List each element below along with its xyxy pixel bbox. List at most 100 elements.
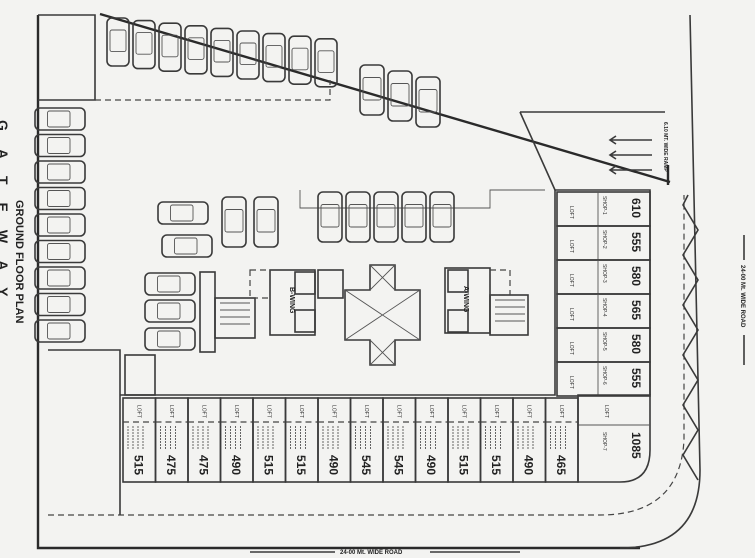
loft-label: LOFT	[568, 274, 574, 287]
shop-area: 515	[131, 455, 145, 475]
shop-area: 490	[521, 455, 535, 475]
shop-area: 580	[629, 266, 643, 286]
loft-label: LOFT	[493, 405, 499, 418]
loft-label: LOFT	[363, 405, 369, 418]
car	[221, 196, 247, 248]
shop-area: 555	[629, 368, 643, 388]
loft-label: LOFT	[298, 405, 304, 418]
shop-area: 610	[629, 198, 643, 218]
car	[132, 19, 156, 70]
car	[144, 327, 196, 351]
car	[157, 201, 209, 225]
car	[415, 76, 441, 128]
car	[314, 37, 338, 88]
shop-label: SHOP-1	[601, 196, 607, 215]
loft-label: LOFT	[200, 405, 206, 418]
shop-area: 515	[456, 455, 470, 475]
shop-area: 475	[196, 455, 210, 475]
shop-area: 490	[424, 455, 438, 475]
shop-area: 515	[294, 455, 308, 475]
shop-area: 475	[164, 455, 178, 475]
a-wing-label: A-WING	[462, 286, 469, 313]
car	[161, 234, 213, 258]
loft-label: LOFT	[568, 240, 574, 253]
ramp-arrows	[608, 135, 652, 175]
car	[34, 319, 86, 343]
shop-area: 545	[391, 455, 405, 475]
shop-area: 580	[629, 334, 643, 354]
loft-label: LOFT	[525, 405, 531, 418]
corner-shop	[577, 394, 651, 483]
car	[106, 17, 130, 67]
loft-label: LOFT	[558, 405, 564, 418]
car	[158, 22, 182, 73]
car	[34, 107, 86, 131]
site-boundary	[36, 12, 701, 550]
loft-label: LOFT	[168, 405, 174, 418]
gateway-text: GATEWAY	[0, 120, 11, 314]
loft-label: LOFT	[265, 405, 271, 418]
car	[288, 35, 312, 86]
loft-label: LOFT	[568, 206, 574, 219]
shop-label: SHOP-2	[601, 230, 607, 249]
car	[34, 186, 86, 211]
bottom-road-label: 24-00 Mt. WIDE ROAD	[340, 550, 403, 556]
car	[373, 191, 399, 243]
b-wing-block	[269, 269, 316, 336]
shop-label: SHOP-4	[601, 298, 607, 317]
loft-label: LOFT	[603, 405, 609, 418]
landscape-zigzag	[682, 194, 699, 481]
loft-label: LOFT	[395, 405, 401, 418]
car	[34, 266, 86, 290]
b-wing-label: B-WING	[288, 287, 295, 314]
ground-floor-plan-title: GROUND FLOOR PLAN	[13, 200, 25, 323]
car	[317, 191, 343, 243]
shop-area: 490	[326, 455, 340, 475]
loft-label: LOFT	[428, 405, 434, 418]
parking-cars	[34, 17, 455, 351]
shop-area: 545	[359, 455, 373, 475]
right-road-label: 24-00 Mt. WIDE ROAD	[739, 265, 745, 328]
shop-label: SHOP-6	[601, 366, 607, 385]
car	[253, 196, 279, 248]
loft-label: LOFT	[568, 342, 574, 355]
car	[387, 70, 413, 122]
loft-label: LOFT	[568, 376, 574, 389]
car	[34, 133, 86, 158]
shop-label: SHOP-3	[601, 264, 607, 283]
loft-label: LOFT	[233, 405, 239, 418]
shop-area: 1085	[629, 432, 643, 459]
loft-label: LOFT	[135, 405, 141, 418]
central-core	[120, 189, 651, 396]
shop-label: SHOP-5	[601, 332, 607, 351]
shop-area: 555	[629, 232, 643, 252]
car	[34, 239, 86, 264]
loft-label: LOFT	[330, 405, 336, 418]
loft-label: LOFT	[460, 405, 466, 418]
car	[34, 213, 86, 237]
shop-area: 515	[489, 455, 503, 475]
car	[236, 30, 260, 80]
car	[401, 191, 427, 243]
car	[184, 24, 208, 75]
car	[34, 292, 86, 317]
car	[429, 191, 455, 243]
car	[345, 191, 371, 243]
shop-label: SHOP-7	[601, 432, 607, 451]
ramp-label: 6.10 MT. WIDE RAMP	[662, 122, 668, 172]
shop-unit	[544, 397, 579, 483]
shop-area: 465	[554, 455, 568, 475]
car	[144, 272, 196, 296]
car	[210, 27, 234, 78]
car	[34, 160, 86, 184]
shop-area: 490	[229, 455, 243, 475]
loft-label: LOFT	[568, 308, 574, 321]
car	[144, 299, 196, 323]
car	[262, 32, 286, 83]
shop-area: 515	[261, 455, 275, 475]
shop-unit	[512, 397, 547, 483]
car	[359, 64, 385, 116]
